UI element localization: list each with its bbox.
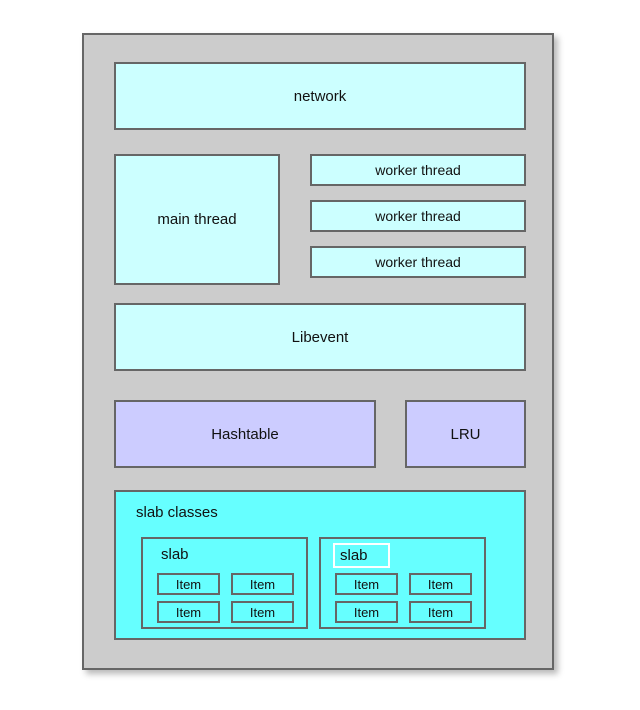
item-label-1-3: Item <box>175 604 202 620</box>
lru-label: LRU <box>450 425 481 443</box>
item-label-2-2: Item <box>427 576 454 592</box>
worker-thread-box-3[interactable]: worker thread <box>310 246 526 278</box>
slab-group-1[interactable]: slab Item Item Item Item <box>141 537 308 629</box>
slab-label-1: slab <box>161 546 189 563</box>
slab-label-2-highlighted[interactable]: slab <box>333 543 390 568</box>
main-thread-box[interactable]: main thread <box>114 154 280 285</box>
item-box-1-1[interactable]: Item <box>157 573 220 595</box>
worker-thread-label-1: worker thread <box>375 162 461 178</box>
network-box[interactable]: network <box>114 62 526 130</box>
item-label-1-2: Item <box>249 576 276 592</box>
item-box-2-4[interactable]: Item <box>409 601 472 623</box>
item-box-1-4[interactable]: Item <box>231 601 294 623</box>
item-label-2-3: Item <box>353 604 380 620</box>
item-box-1-3[interactable]: Item <box>157 601 220 623</box>
item-box-2-3[interactable]: Item <box>335 601 398 623</box>
hashtable-label: Hashtable <box>211 425 279 443</box>
item-label-2-4: Item <box>427 604 454 620</box>
slab-classes-box[interactable]: slab classes slab Item Item Item Item sl… <box>114 490 526 640</box>
lru-box[interactable]: LRU <box>405 400 526 468</box>
architecture-diagram-frame: network main thread worker thread worker… <box>82 33 554 670</box>
item-box-2-2[interactable]: Item <box>409 573 472 595</box>
worker-thread-label-3: worker thread <box>375 254 461 270</box>
worker-thread-box-2[interactable]: worker thread <box>310 200 526 232</box>
hashtable-box[interactable]: Hashtable <box>114 400 376 468</box>
slab-group-2[interactable]: slab Item Item Item Item <box>319 537 486 629</box>
worker-thread-box-1[interactable]: worker thread <box>310 154 526 186</box>
item-box-1-2[interactable]: Item <box>231 573 294 595</box>
item-box-2-1[interactable]: Item <box>335 573 398 595</box>
network-label: network <box>293 87 347 105</box>
item-label-2-1: Item <box>353 576 380 592</box>
worker-thread-label-2: worker thread <box>375 208 461 224</box>
libevent-box[interactable]: Libevent <box>114 303 526 371</box>
slab-classes-label: slab classes <box>136 504 218 521</box>
item-label-1-1: Item <box>175 576 202 592</box>
main-thread-label: main thread <box>157 211 237 228</box>
libevent-label: Libevent <box>291 328 349 346</box>
item-label-1-4: Item <box>249 604 276 620</box>
